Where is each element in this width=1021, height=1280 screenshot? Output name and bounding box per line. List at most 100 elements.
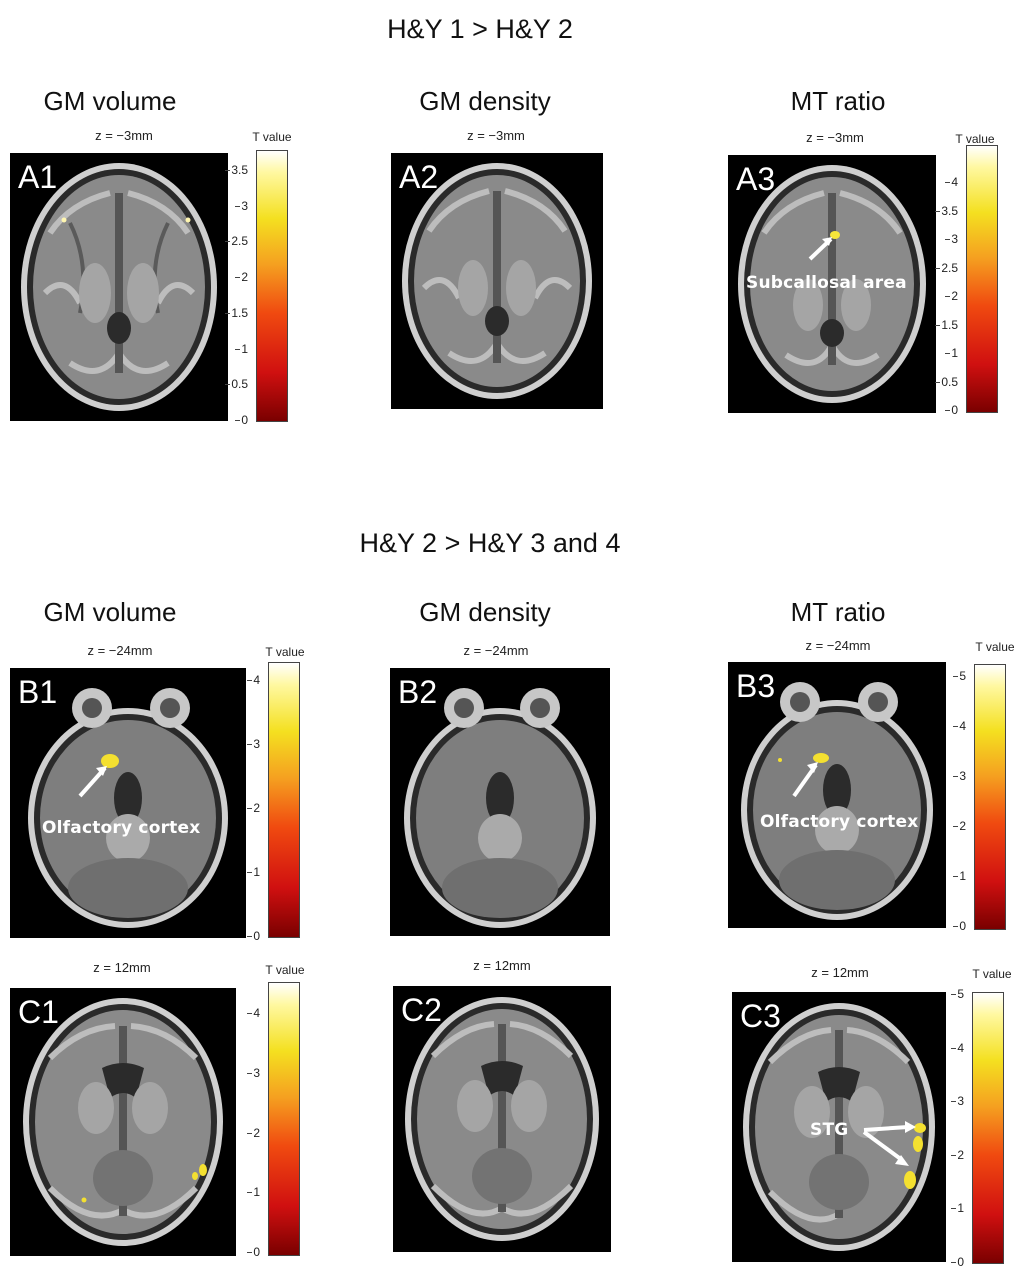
arrow-c3-lower (862, 1130, 904, 1162)
brain-slice-b3: B3 Olfactory cortex (728, 662, 946, 928)
colorbar-tick-a3: 2 (945, 289, 958, 303)
brain-slice-b2: B2 (390, 668, 610, 936)
axial-brain-image-c1 (23, 998, 223, 1246)
colorbar-b1 (268, 662, 300, 938)
colorbar-tick-a1: 3 (235, 198, 248, 213)
colorbar-tick-b3: 2 (953, 819, 966, 833)
column-title-mt-ratio-b: MT ratio (790, 597, 886, 627)
axial-brain-image-a2 (402, 163, 592, 399)
column-title-mt-ratio-a: MT ratio (790, 86, 886, 116)
axial-brain-image-b1 (28, 688, 228, 928)
brain-slice-c3: C3 STG (732, 992, 946, 1262)
colorbar-a1 (256, 150, 288, 422)
axial-brain-image-b3 (741, 682, 933, 920)
section-title-hy1-vs-hy2: H&Y 1 > H&Y 2 (387, 14, 573, 44)
annotation-subcallosal-area: Subcallosal area (746, 273, 907, 293)
panel-label-b3: B3 (736, 668, 776, 704)
axial-brain-image-c3 (743, 1003, 935, 1251)
colorbar-tick-a3: 1.5 (935, 317, 958, 332)
z-label-a2: z = −3mm (467, 128, 525, 143)
z-label-b1: z = −24mm (87, 643, 153, 658)
z-label-c3: z = 12mm (811, 965, 869, 980)
panel-label-b1: B1 (18, 674, 58, 710)
colorbar-title-c3: T value (972, 967, 1012, 981)
column-title-gm-volume-a: GM volume (43, 86, 177, 116)
z-label-a1: z = −3mm (95, 128, 153, 143)
z-label-a3: z = −3mm (806, 130, 864, 145)
colorbar-title-a3: T value (955, 132, 995, 146)
colorbar-tick-c1: 1 (247, 1185, 260, 1200)
panel-label-a2: A2 (399, 159, 439, 195)
brain-slice-b1: B1 Olfactory cortex (10, 668, 246, 938)
colorbar-tick-a3: 0 (945, 403, 958, 417)
colorbar-title-b3: T value (975, 640, 1015, 654)
panel-label-c2: C2 (401, 992, 442, 1028)
column-title-gm-density-b: GM density (419, 597, 551, 627)
z-label-b2: z = −24mm (463, 643, 529, 658)
colorbar-tick-c1: 4 (247, 1006, 260, 1020)
colorbar-tick-c3: 3 (951, 1094, 964, 1109)
colorbar-tick-a3: 2.5 (935, 260, 958, 275)
colorbar-tick-a1: 0 (235, 413, 248, 427)
colorbar-tick-a1: 1.5 (225, 305, 248, 320)
colorbar-tick-b3: 3 (953, 769, 966, 783)
colorbar-title-b1: T value (265, 645, 305, 659)
colorbar-tick-c3: 0 (951, 1255, 964, 1269)
z-label-c2: z = 12mm (473, 958, 531, 973)
colorbar-tick-a1: 2 (235, 270, 248, 285)
axial-brain-image-a3 (738, 165, 926, 403)
colorbar-tick-a3: 1 (945, 346, 958, 360)
z-label-c1: z = 12mm (93, 960, 151, 975)
colorbar-tick-a1: 2.5 (225, 234, 248, 249)
colorbar-tick-b1: 0 (247, 929, 260, 943)
colorbar-tick-a3: 3.5 (935, 203, 958, 218)
annotation-stg: STG (810, 1120, 849, 1140)
colorbar-tick-b1: 2 (247, 801, 260, 815)
activation-blob-c3-upper (914, 1123, 926, 1133)
panel-label-a1: A1 (18, 159, 58, 195)
colorbar-tick-a3: 4 (945, 175, 958, 189)
brain-slice-a1: A1 (10, 153, 228, 421)
panel-label-b2: B2 (398, 674, 438, 710)
colorbar-tick-b3: 5 (953, 669, 966, 683)
colorbar-tick-c3: 2 (951, 1147, 964, 1162)
colorbar-tick-a1: 3.5 (225, 163, 248, 177)
z-label-b3: z = −24mm (805, 638, 871, 653)
colorbar-c1 (268, 982, 300, 1256)
axial-brain-image-b2 (404, 688, 596, 928)
column-title-gm-density-a: GM density (419, 86, 551, 116)
colorbar-tick-b3: 0 (953, 919, 966, 933)
brain-slice-a2: A2 (391, 153, 603, 409)
colorbar-tick-a3: 0.5 (935, 374, 958, 389)
column-title-gm-volume-b: GM volume (43, 597, 177, 627)
arrow-c3-upper (863, 1125, 909, 1132)
section-title-hy2-vs-hy3-4: H&Y 2 > H&Y 3 and 4 (359, 528, 621, 558)
colorbar-a3 (966, 145, 998, 413)
colorbar-tick-a1: 0.5 (225, 377, 248, 392)
annotation-olfactory-cortex-b1: Olfactory cortex (42, 818, 201, 838)
colorbar-tick-c3: 1 (951, 1201, 964, 1216)
axial-brain-image-c2 (405, 997, 599, 1241)
panel-label-a3: A3 (736, 161, 776, 197)
colorbar-tick-b3: 1 (953, 869, 966, 883)
colorbar-tick-c3: 4 (951, 1040, 964, 1055)
axial-brain-image-a1 (21, 163, 217, 411)
brain-slice-c2: C2 (393, 986, 611, 1252)
colorbar-c3 (972, 992, 1004, 1264)
colorbar-title-c1: T value (265, 963, 305, 977)
colorbar-tick-c1: 2 (247, 1125, 260, 1140)
activation-blob-a3 (830, 231, 840, 239)
colorbar-tick-b3: 4 (953, 719, 966, 733)
colorbar-b3 (974, 664, 1006, 930)
activation-blob-b3 (813, 753, 829, 763)
activation-blob-c3-lower (904, 1171, 916, 1189)
brain-slice-a3: A3 Subcallosal area (728, 155, 936, 413)
colorbar-title-a1: T value (252, 130, 292, 144)
annotation-olfactory-cortex-b3: Olfactory cortex (760, 812, 919, 832)
activation-blob-c1 (199, 1164, 207, 1176)
colorbar-tick-a1: 1 (235, 341, 248, 356)
colorbar-tick-c1: 3 (247, 1065, 260, 1080)
brain-slice-c1: C1 (10, 988, 236, 1256)
colorbar-tick-b1: 4 (247, 673, 260, 687)
colorbar-tick-c1: 0 (247, 1245, 260, 1259)
